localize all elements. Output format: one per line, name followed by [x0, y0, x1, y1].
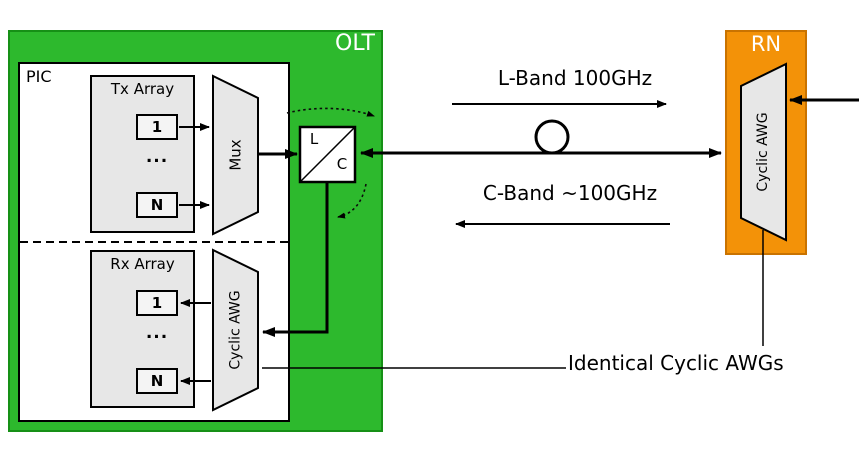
- rx-channel-n: N: [136, 368, 178, 394]
- olt-cyclic-awg-label: Cyclic AWG: [227, 290, 244, 370]
- tx-channel-n: N: [136, 192, 178, 218]
- tx-array-title: Tx Array: [110, 80, 175, 98]
- rx-channel-1: 1: [136, 290, 178, 316]
- pic-title: PIC: [26, 67, 52, 86]
- olt-title: OLT: [335, 31, 375, 56]
- rn-title: RN: [750, 32, 782, 56]
- identical-awgs-annotation: Identical Cyclic AWGs: [568, 351, 784, 375]
- rn-cyclic-awg-label: Cyclic AWG: [755, 112, 771, 192]
- lband-label: L-Band 100GHz: [497, 66, 653, 90]
- rx-channel-dots: ...: [145, 323, 169, 343]
- diplexer-l-label: L: [309, 130, 319, 148]
- tx-channel-dots: ...: [145, 147, 169, 167]
- cband-label: C-Band ~100GHz: [482, 181, 658, 205]
- tx-channel-1: 1: [136, 114, 178, 140]
- fiber-coil: [534, 119, 570, 155]
- mux-label: Mux: [226, 139, 245, 171]
- rx-array-title: Rx Array: [110, 255, 175, 273]
- diplexer-c-label: C: [336, 155, 348, 173]
